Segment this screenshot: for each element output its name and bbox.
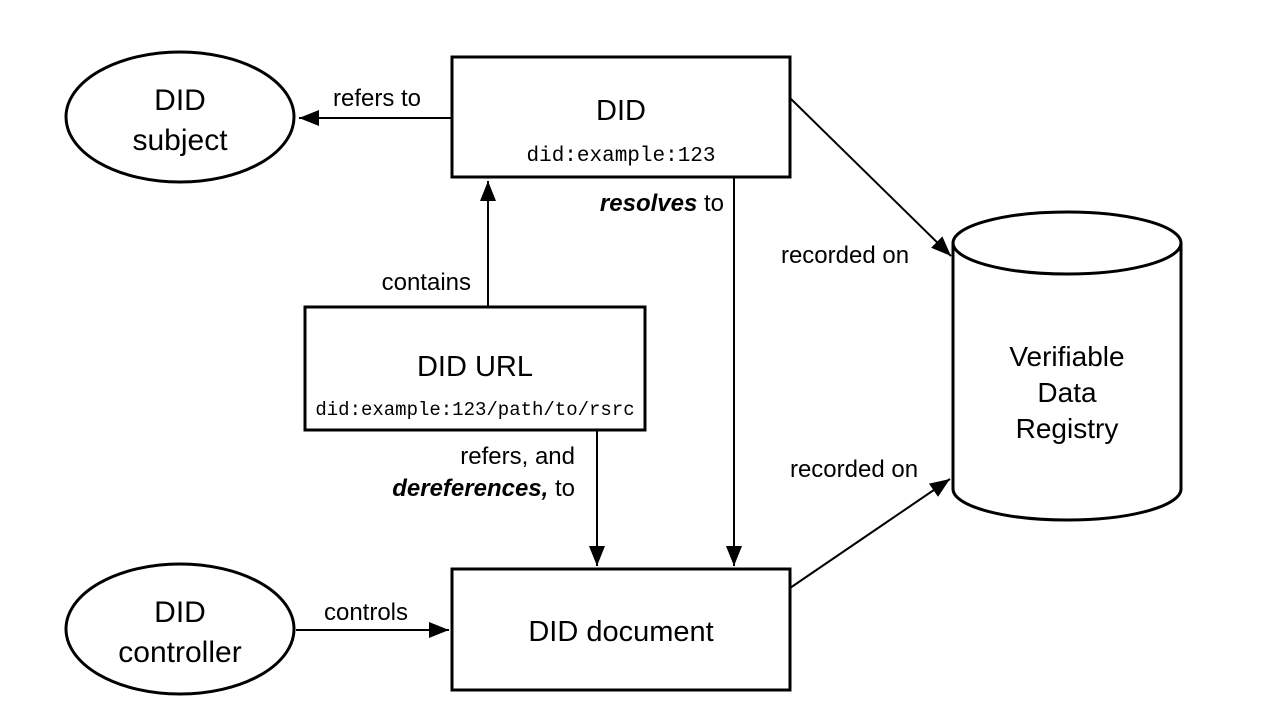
dereferences-label-line1: refers, and xyxy=(460,443,575,470)
dereferences-label-line2: dereferences, to xyxy=(392,475,575,502)
edge-contains: contains xyxy=(382,181,496,307)
edge-recorded-on-did: recorded on xyxy=(781,97,952,269)
node-verifiable-data-registry: Verifiable Data Registry xyxy=(951,210,1183,522)
node-did-subject: DID subject xyxy=(64,50,296,184)
recorded-on-did-label: recorded on xyxy=(781,242,909,269)
dereferences-label-rest: to xyxy=(548,475,575,502)
did-subject-label-line2: subject xyxy=(132,124,228,157)
edge-refers-and-dereferences-to: refers, and dereferences, to xyxy=(392,430,605,566)
edge-refers-to: refers to xyxy=(299,85,452,126)
edge-recorded-on-document: recorded on xyxy=(789,456,951,589)
registry-cylinder-top xyxy=(951,210,1183,276)
did-box-title: DID xyxy=(596,95,646,127)
recorded-on-document-label: recorded on xyxy=(790,456,918,483)
did-url-box-title: DID URL xyxy=(417,351,533,383)
refers-to-label: refers to xyxy=(333,85,421,112)
did-url-box xyxy=(303,305,647,432)
did-box xyxy=(450,55,792,179)
resolves-to-label-emphasis: resolves xyxy=(600,190,697,217)
node-did: DID did:example:123 xyxy=(450,55,792,179)
did-subject-label-line1: DID xyxy=(154,84,206,117)
edge-resolves-to: resolves to xyxy=(600,177,742,566)
did-controller-label-line2: controller xyxy=(118,636,241,669)
controls-label: controls xyxy=(324,599,408,626)
registry-label-line3: Registry xyxy=(1016,413,1119,444)
resolves-to-label-rest: to xyxy=(697,190,724,217)
dereferences-label-emphasis: dereferences, xyxy=(392,475,548,502)
did-url-identifier-text: did:example:123/path/to/rsrc xyxy=(315,399,634,421)
node-did-controller: DID controller xyxy=(64,562,296,696)
node-did-document: DID document xyxy=(450,567,792,692)
did-controller-label-line1: DID xyxy=(154,596,206,629)
edge-controls: controls xyxy=(296,599,449,638)
contains-label: contains xyxy=(382,269,471,296)
did-identifier-text: did:example:123 xyxy=(526,145,715,168)
did-document-box xyxy=(450,567,792,692)
did-controller-ellipse xyxy=(64,562,296,696)
registry-label-line2: Data xyxy=(1037,377,1097,408)
recorded-on-did-arrow xyxy=(789,97,952,257)
did-document-box-title: DID document xyxy=(528,616,713,648)
registry-cylinder-body xyxy=(951,243,1183,522)
recorded-on-document-arrow xyxy=(789,478,951,589)
resolves-to-label: resolves to xyxy=(600,190,724,217)
did-subject-ellipse xyxy=(64,50,296,184)
node-did-url: DID URL did:example:123/path/to/rsrc xyxy=(303,305,647,432)
registry-label-line1: Verifiable xyxy=(1009,341,1124,372)
